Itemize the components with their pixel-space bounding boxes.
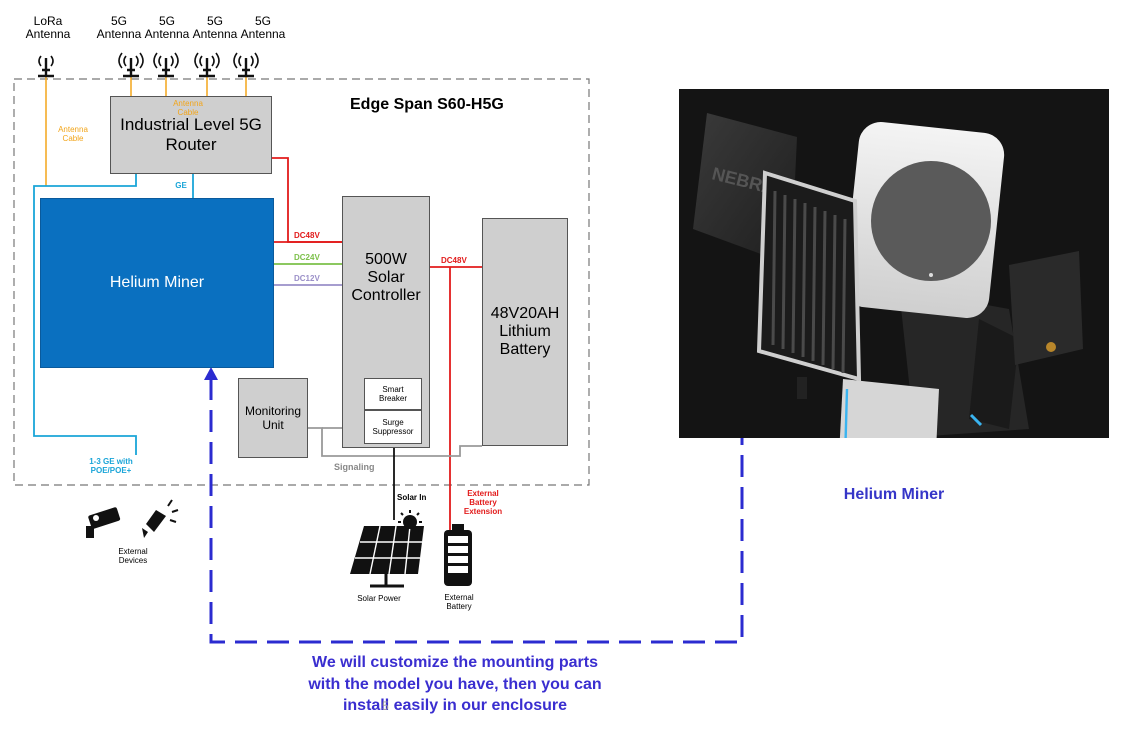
antenna-label-line1: 5G [110,14,127,28]
mounting-dashed-link [209,378,744,644]
antenna-label-line2: Antenna [96,27,142,42]
5g-antenna-label-2: 5G Antenna [142,14,192,42]
signaling-label: Signaling [334,462,375,472]
enclosure-border [13,78,590,486]
surge-line1: Surge [382,418,404,427]
solar-controller-line2: Solar [367,269,405,286]
5g-antenna-label-3: 5G Antenna [190,14,240,42]
smart-breaker-line1: Smart [382,385,404,394]
router-to-lora-ethernet [33,174,137,455]
battery-line2: Lithium [499,323,551,340]
antenna-cable-text-1: Antenna [173,99,203,108]
lora-antenna-label: LoRa Antenna [23,14,73,42]
miner-product-illustration: NEBRA [693,113,1083,471]
smart-breaker-box: Smart Breaker [364,378,422,410]
dc48-battery-label: DC48V [441,256,467,265]
ge-poe-text-2: POE/POE+ [90,465,132,475]
ext-batt-text-3: Extension [463,506,503,516]
ge-poe-text-1: 1-3 GE with [89,457,133,466]
router-antenna-cable-label: Antenna Cable [160,99,216,118]
external-devices-label: External Devices [108,547,158,566]
antenna-cable-text-2: Cable [62,133,84,143]
enclosure-title: Edge Span S60-H5G [350,96,504,113]
lithium-battery-box: 48V20AH Lithium Battery [482,218,568,446]
antenna-label-line2: Antenna [240,27,286,42]
helium-miner-label: Helium Miner [109,274,205,291]
solar-power-label: Solar Power [357,594,401,603]
helium-miner-photo: NEBRA [679,89,1109,471]
photo-caption: Helium Miner [843,486,945,503]
signaling-line [308,427,482,457]
battery-line3: Battery [499,341,551,358]
dc48-miner-label: DC48V [294,231,320,240]
external-battery-icon [444,524,472,586]
external-battery-extension-label: External Battery Extension [456,489,510,516]
lora-antenna-cable-label: Antenna Cable [48,125,98,144]
external-battery-text-2: Battery [446,601,472,611]
ge-poe-label: 1-3 GE with POE/POE+ [76,457,146,476]
router-line2: Router [165,135,217,154]
antenna-cable-text-1: Antenna [58,125,88,134]
ext-batt-text-1: External [467,489,499,498]
monitoring-line1: Monitoring [244,404,302,418]
solar-panel-icon [350,510,424,588]
5g-antenna-icon-4 [233,52,259,78]
external-battery-text-1: External [444,593,474,602]
monitoring-line2: Unit [262,418,284,432]
external-devices-text-2: Devices [118,555,148,565]
5g-antenna-icon-1 [118,52,144,78]
lora-antenna-icon [38,55,54,78]
external-battery-label: External Battery [436,593,482,612]
mounting-arrow-head [204,367,218,380]
helium-miner-box: Helium Miner [40,198,274,368]
antenna-label-line2: Antenna [144,27,190,42]
antenna-label-line2: Antenna [192,27,238,42]
antenna-label-line1: 5G [206,14,223,28]
dc48-router-line [272,157,342,243]
surge-line2: Suppressor [372,427,414,436]
mounting-note: We will customize the mounting parts wit… [308,654,602,715]
monitoring-unit-box: Monitoring Unit [238,378,308,458]
page-number: 5 [382,699,389,713]
router-box: Industrial Level 5G Router [110,96,272,174]
solar-controller-line3: Controller [351,287,421,304]
antenna-label-line1: 5G [254,14,271,28]
smart-breaker-line2: Breaker [378,394,407,403]
antenna-label-line1: LoRa [33,14,63,28]
dc24-label: DC24V [294,253,320,262]
5g-antenna-icon-2 [153,52,179,78]
antenna-label-line2: Antenna [25,27,71,42]
5g-antenna-label-4: 5G Antenna [238,14,288,42]
battery-line1: 48V20AH [490,305,560,322]
ge-label: GE [175,181,187,190]
solar-in-label: Solar In [397,493,427,502]
ext-batt-text-2: Battery [469,497,497,507]
external-devices-text-1: External [118,547,148,556]
antenna-cable-text-2: Cable [177,107,199,117]
antenna-label-line1: 5G [158,14,175,28]
5g-antenna-icon-3 [194,52,220,78]
surge-suppressor-box: Surge Suppressor [364,410,422,444]
solar-controller-line1: 500W [365,251,407,268]
5g-antenna-label-1: 5G Antenna [94,14,144,42]
dc12-label: DC12V [294,274,320,283]
router-line1: Industrial Level 5G [120,115,262,134]
alarm-speaker-icon [142,499,179,538]
camera-icon [86,507,121,538]
